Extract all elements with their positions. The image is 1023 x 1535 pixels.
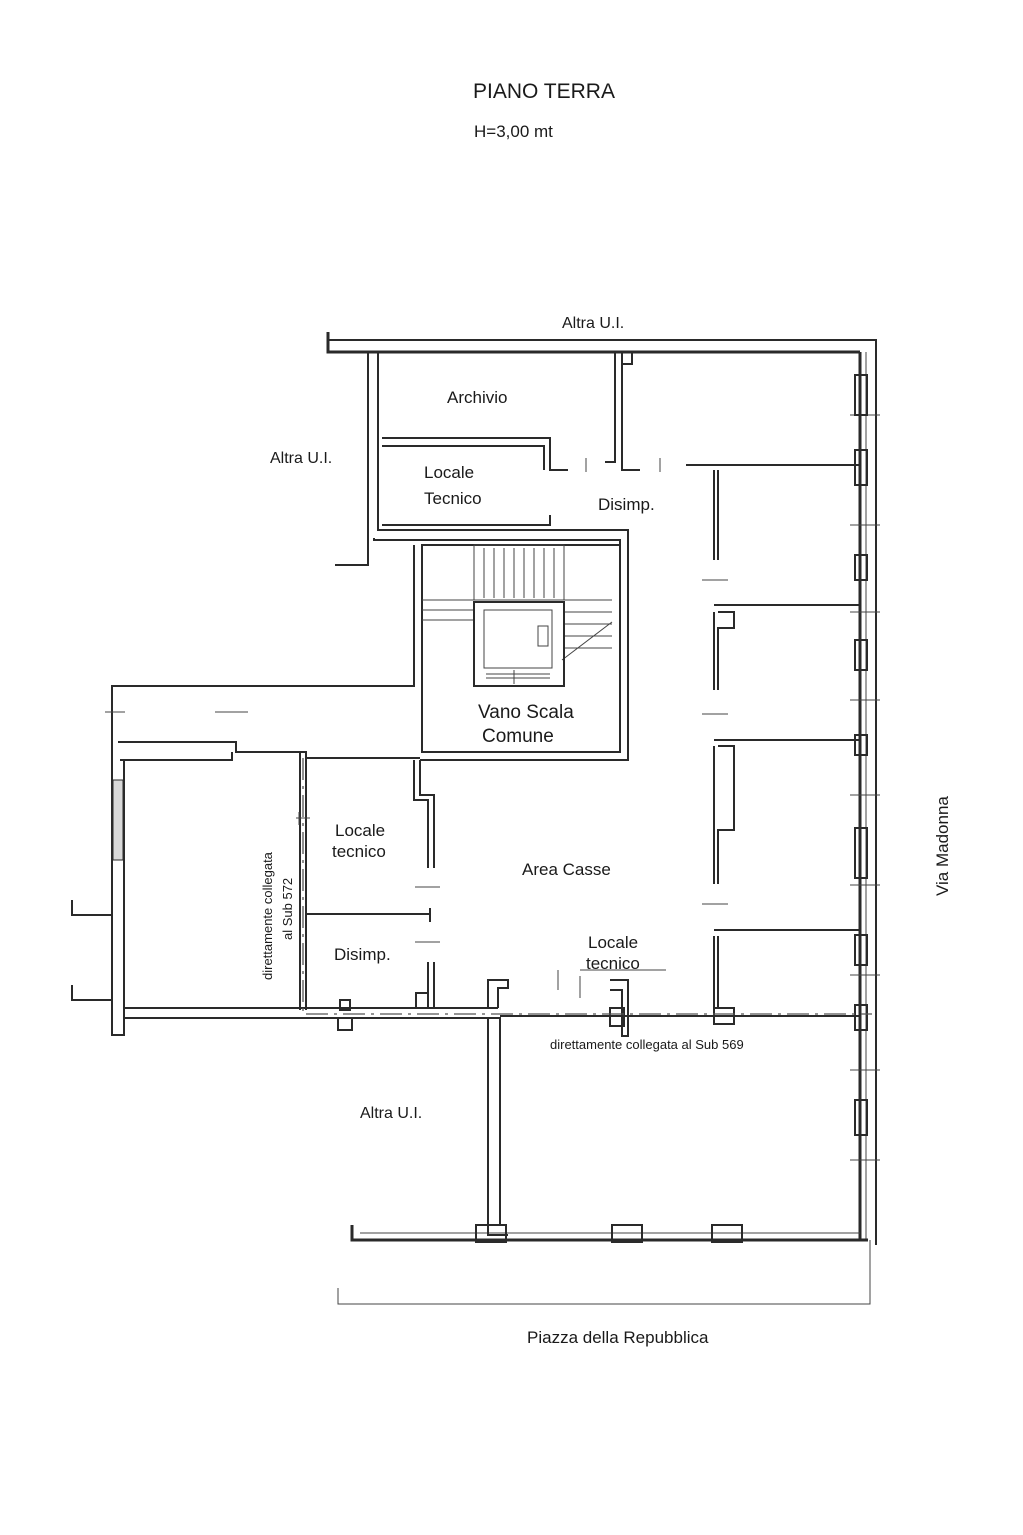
neighbour-label-left: Altra U.I. [270,450,332,467]
room-label-locale-tecnico-top: Locale [424,463,474,482]
street-label-via-madonna: Via Madonna [933,796,952,896]
height-note: H=3,00 mt [474,122,553,141]
room-label-locale-tecnico-center-2: tecnico [586,954,640,973]
room-label-archivio: Archivio [447,388,507,407]
interior-walls [299,351,860,1243]
room-label-locale-tecnico-left-2: tecnico [332,842,386,861]
note-sub572-line1: direttamente collegata [260,851,275,980]
note-sub569: direttamente collegata al Sub 569 [550,1037,744,1052]
room-label-disimp-top: Disimp. [598,495,655,514]
street-label-piazza: Piazza della Repubblica [527,1328,709,1347]
room-label-area-casse: Area Casse [522,860,611,879]
room-label-disimp-left: Disimp. [334,945,391,964]
page-title: PIANO TERRA [473,80,615,103]
room-label-locale-tecnico-top-2: Tecnico [424,489,482,508]
room-label-locale-tecnico-center: Locale [588,933,638,952]
neighbour-label-top: Altra U.I. [562,315,624,332]
neighbour-label-bottom: Altra U.I. [360,1105,422,1122]
room-label-vano-scala: Vano Scala [478,702,574,723]
facade-window-ticks [105,374,880,1161]
outer-walls [71,332,877,1245]
street-boundary [337,1240,871,1305]
room-label-locale-tecnico-left: Locale [335,821,385,840]
room-label-vano-scala-2: Comune [482,726,554,747]
note-sub572-line2: al Sub 572 [280,878,295,940]
staircase [422,544,613,687]
